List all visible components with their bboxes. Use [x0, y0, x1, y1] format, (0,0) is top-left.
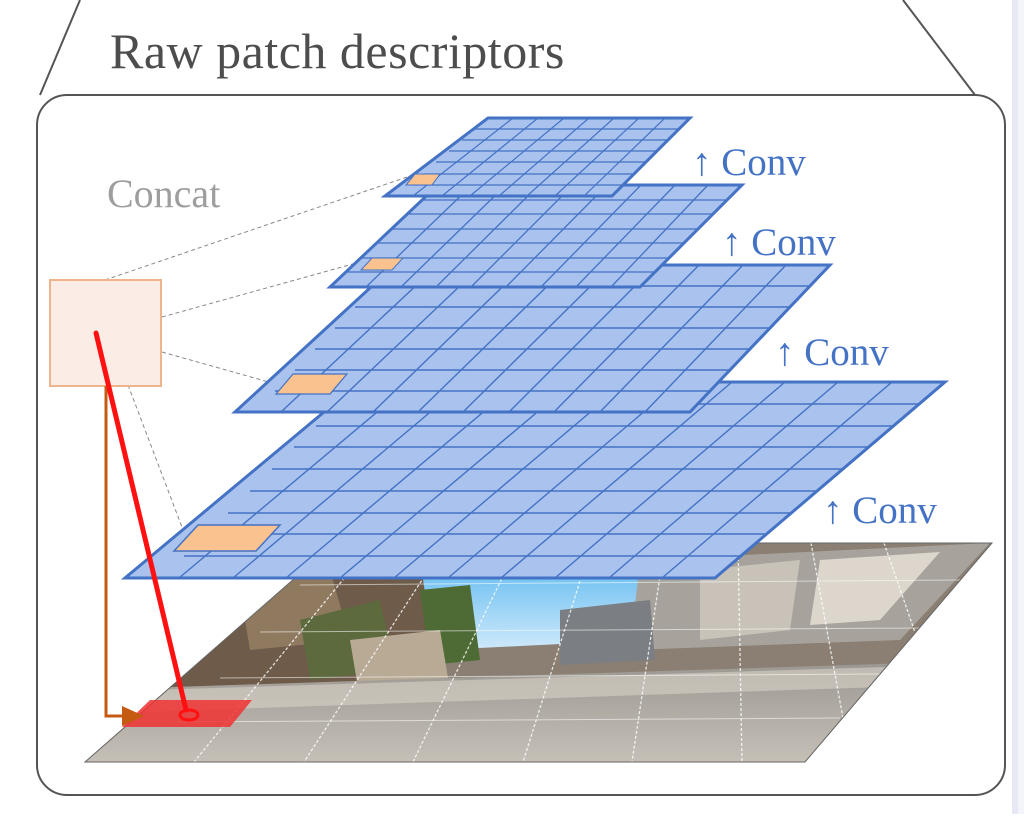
- concat-label: Concat: [107, 171, 221, 216]
- feature-map-layer-1: [380, 116, 694, 198]
- elbow-arrow: [104, 386, 144, 726]
- pixel-highlight: [122, 700, 252, 727]
- callout-frame: [36, 0, 1006, 796]
- conv-label-4: ↑ Conv: [823, 489, 937, 532]
- conv-label-3: ↑ Conv: [775, 331, 889, 374]
- projection-lines: [104, 175, 411, 536]
- side-scroll-edge: [1018, 0, 1024, 814]
- red-pointer-arrow: [93, 330, 200, 722]
- conv-label-1: ↑ Conv: [692, 141, 806, 184]
- conv-label-2: ↑ Conv: [722, 221, 836, 264]
- diagram-title: Raw patch descriptors: [110, 23, 565, 79]
- feature-map-layer-4: [120, 380, 950, 580]
- feature-map-layer-3: [231, 263, 834, 414]
- feature-map-layer-2: [326, 183, 746, 289]
